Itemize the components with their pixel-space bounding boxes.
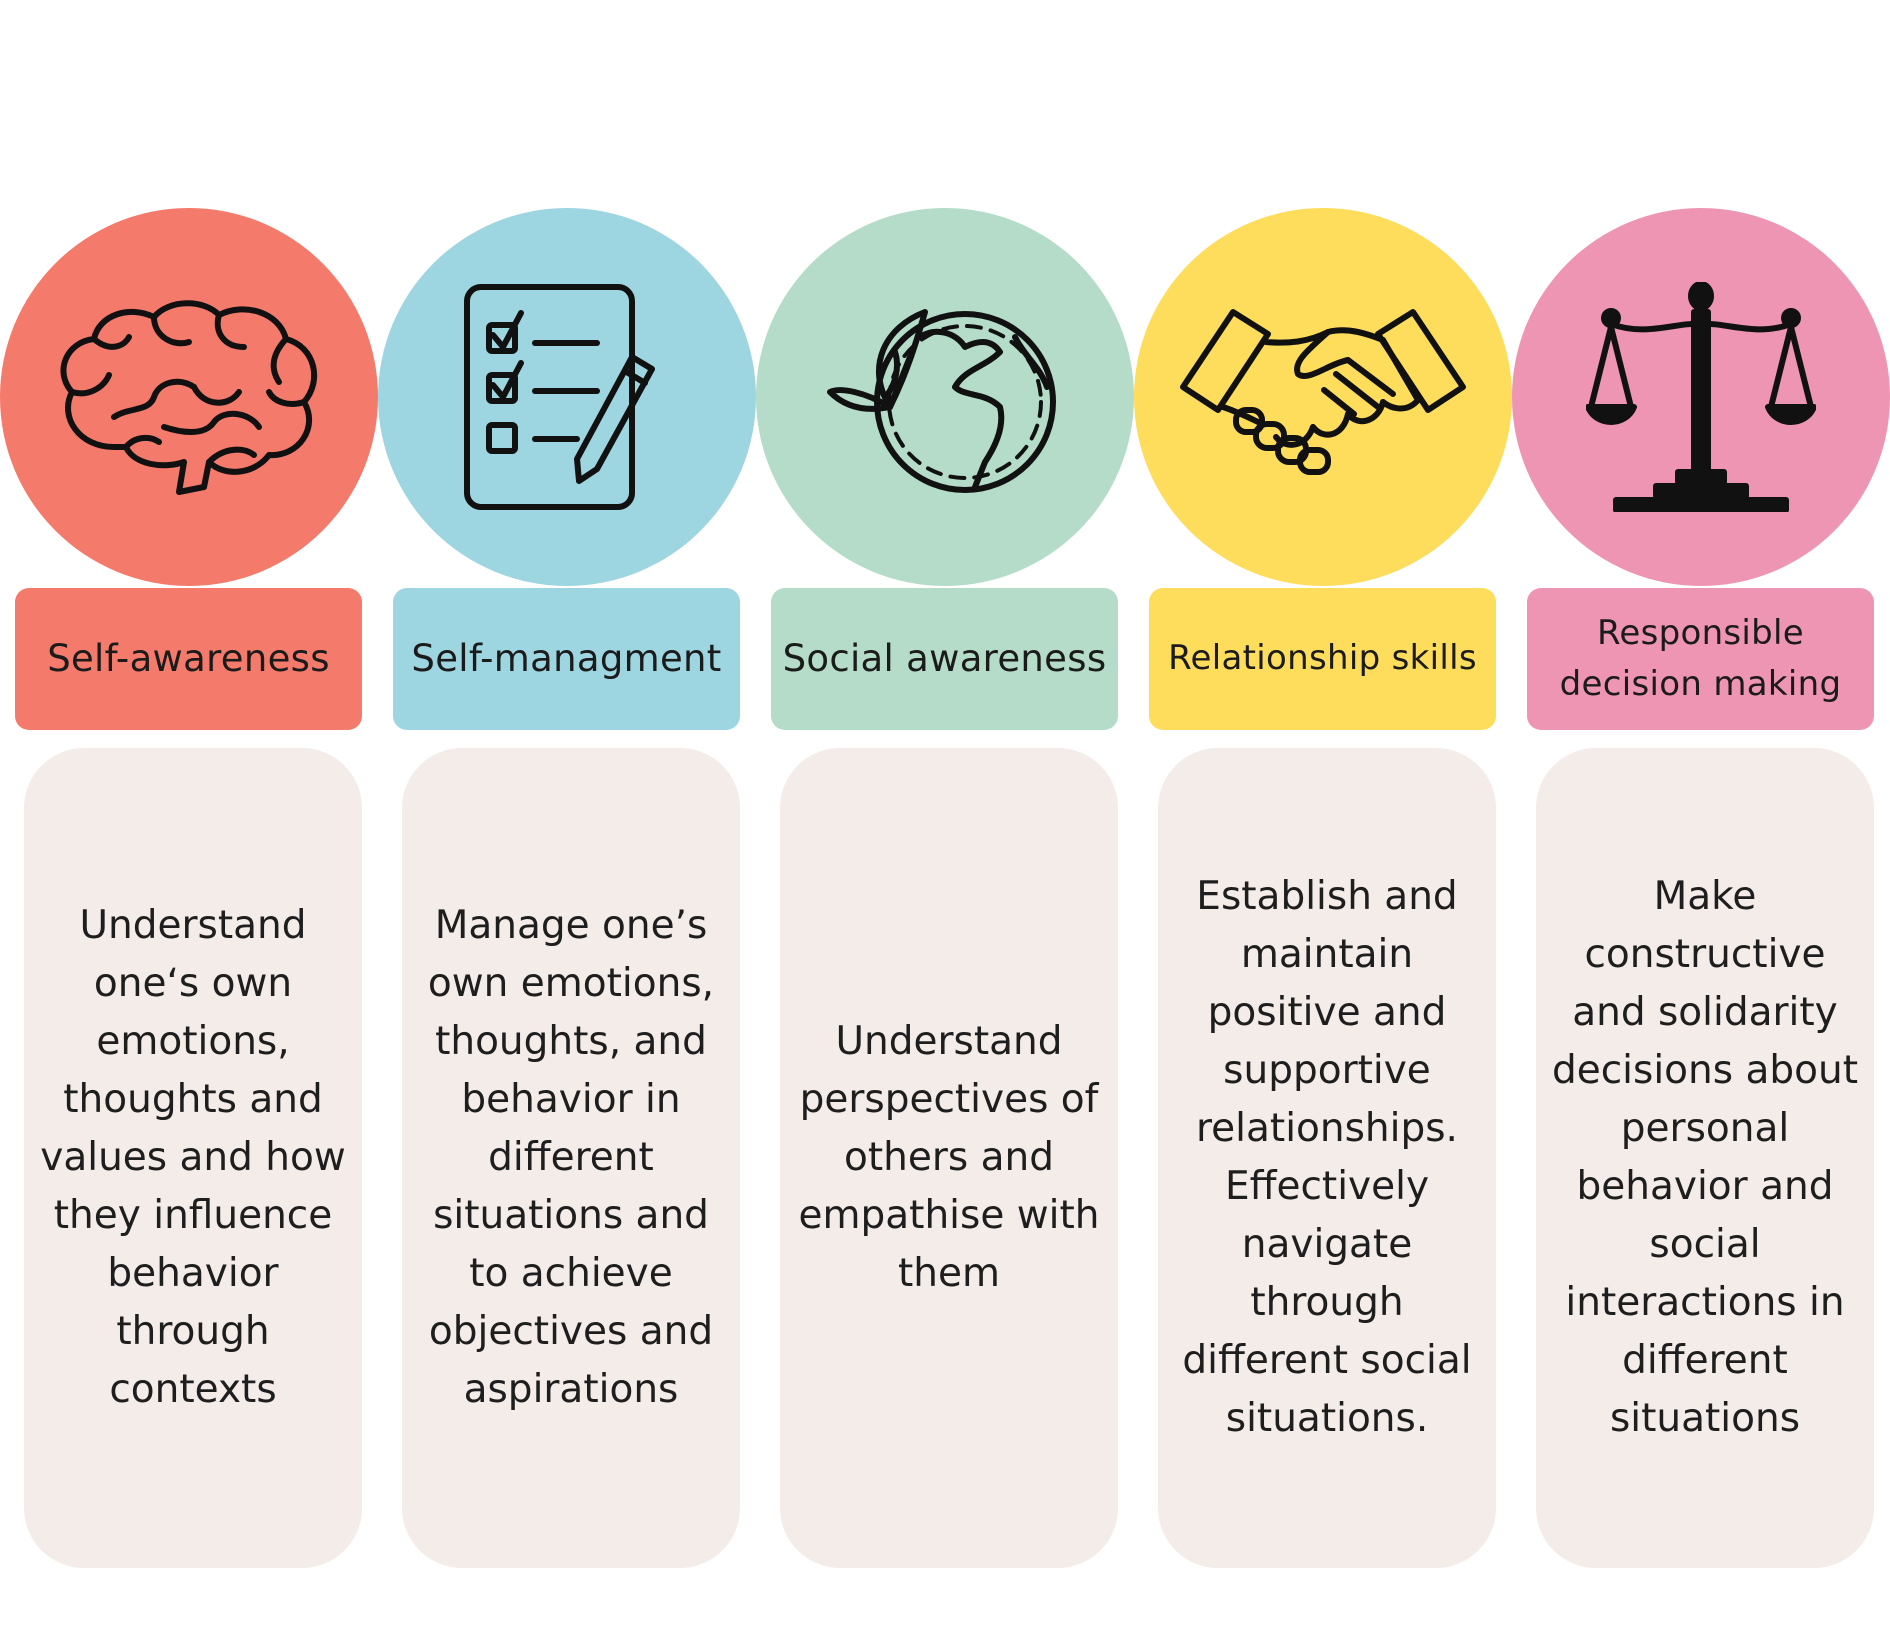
icon-circle [756, 208, 1134, 586]
competency-label: Self-managment [393, 588, 740, 730]
brain-icon [54, 297, 324, 497]
competency-description: Understand perspectives of others and em… [780, 748, 1118, 1568]
competency-label: Relationship skills [1149, 588, 1496, 730]
globe-icon [825, 297, 1065, 497]
competency-description: Make constructive and solidarity decisio… [1536, 748, 1874, 1568]
competency-column-social-awareness: Social awareness Understand perspectives… [756, 0, 1134, 1626]
competency-label: Self-awareness [15, 588, 362, 730]
competency-column-self-managment: Self-managment Manage one’s own emotions… [378, 0, 756, 1626]
scales-icon [1586, 282, 1816, 512]
icon-circle [1134, 208, 1512, 586]
competency-label: Responsible decision making [1527, 588, 1874, 730]
competency-label: Social awareness [771, 588, 1118, 730]
competency-column-self-awareness: Self-awareness Understand one‘s own emot… [0, 0, 378, 1626]
competency-column-relationship-skills: Relationship skills Establish and mainta… [1134, 0, 1512, 1626]
competency-description: Understand one‘s own emotions, thoughts … [24, 748, 362, 1568]
competency-description: Manage one’s own emotions, thoughts, and… [402, 748, 740, 1568]
checklist-icon [457, 277, 677, 517]
competency-description: Establish and maintain positive and supp… [1158, 748, 1496, 1568]
icon-circle [1512, 208, 1890, 586]
icon-circle [378, 208, 756, 586]
handshake-icon [1178, 302, 1468, 492]
icon-circle [0, 208, 378, 586]
competency-column-responsible-decision-making: Responsible decision making Make constru… [1512, 0, 1890, 1626]
